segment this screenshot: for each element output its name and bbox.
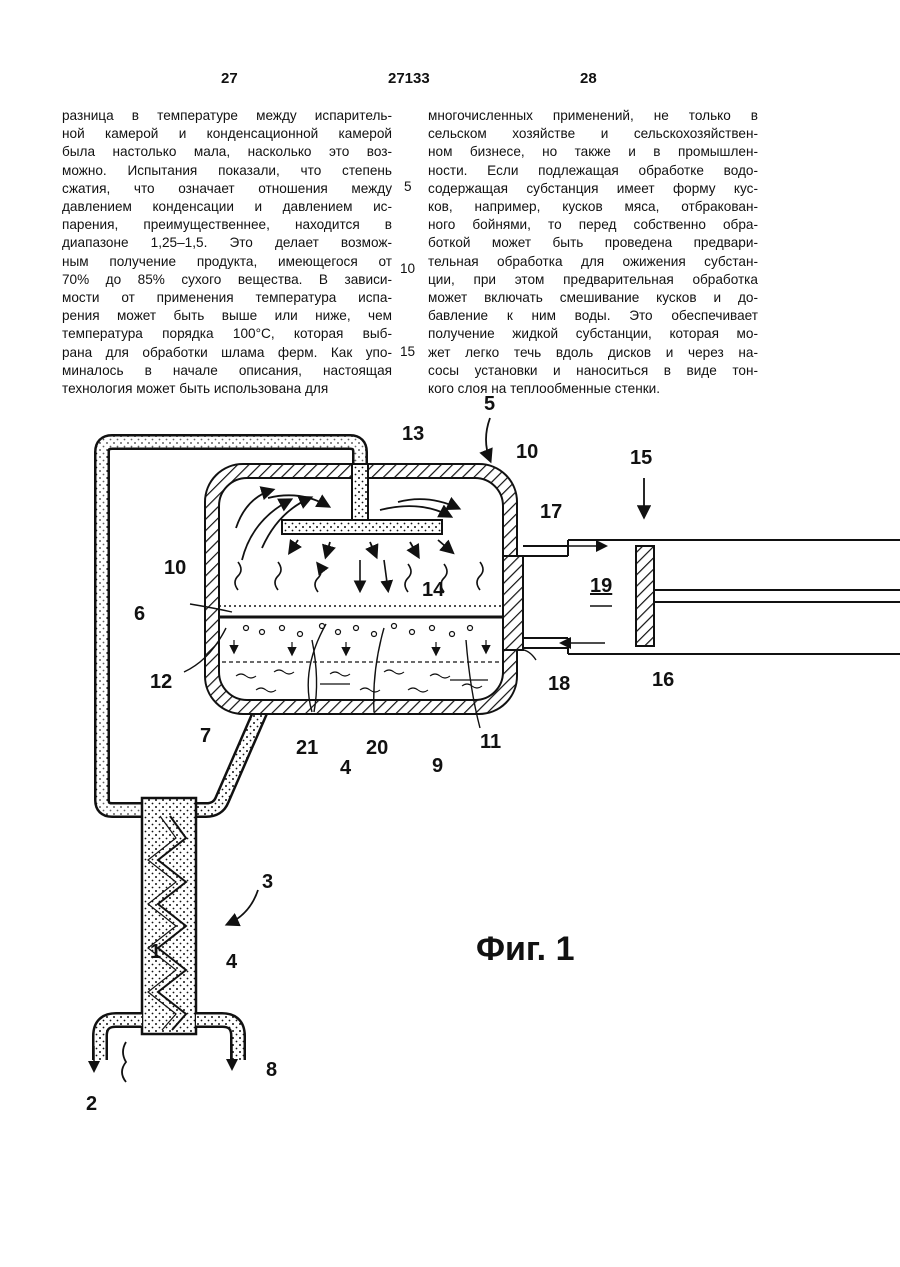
text-line: жет легко течь вдоль дисков и через на- <box>428 344 758 362</box>
label-15: 15 <box>630 447 652 469</box>
label-13: 13 <box>402 423 424 445</box>
text-line: сельском хозяйстве и сельскохозяйствен- <box>428 125 758 143</box>
text-line: может включать смешивание кусков и до- <box>428 289 758 307</box>
text-line: ной камерой и конденсационной камерой <box>62 125 392 143</box>
text-line: ков, например, кусков мяса, отбракован- <box>428 198 758 216</box>
text-line: содержащая субстанция имеет форму кус- <box>428 180 758 198</box>
label-18: 18 <box>548 673 570 695</box>
text-line: миналось в начале описания, настоящая <box>62 362 392 380</box>
label-16: 16 <box>652 669 674 691</box>
label-9: 9 <box>432 755 443 777</box>
text-line: парения, преимущественнее, находится в <box>62 216 392 234</box>
text-line: можно. Испытания показали, что степень <box>62 162 392 180</box>
outlet-pipe-7 <box>196 708 262 810</box>
label-4-column: 4 <box>226 951 238 973</box>
line-number-15: 15 <box>400 344 415 359</box>
text-line: ции, при этом предварительная обработка <box>428 271 758 289</box>
page-number-left: 27 <box>221 70 238 87</box>
label-8: 8 <box>266 1059 277 1081</box>
label-6: 6 <box>134 603 145 625</box>
label-4-liquid: 4 <box>340 757 352 779</box>
text-line: тельная обработка для ожижения субстан- <box>428 253 758 271</box>
text-line: разница в температуре между испаритель- <box>62 107 392 125</box>
label-12: 12 <box>150 671 172 693</box>
line-number-5: 5 <box>404 179 412 194</box>
text-line: 70% до 85% сухого вещества. В зависи- <box>62 271 392 289</box>
text-line: бавление к ним воды. Это обеспечивает <box>428 307 758 325</box>
label-2: 2 <box>86 1093 97 1115</box>
compressor-15 <box>503 540 900 654</box>
left-text-column: разница в температуре между испаритель- … <box>62 107 392 398</box>
label-10-plate: 10 <box>164 557 186 579</box>
text-line: мости от применения температура испа- <box>62 289 392 307</box>
heat-exchange-column-3 <box>94 798 238 1070</box>
text-line: была настолько мала, насколько это воз- <box>62 143 392 161</box>
label-21: 21 <box>296 737 318 759</box>
label-19: 19 <box>590 575 612 597</box>
page-number-right: 28 <box>580 70 597 87</box>
patent-number: 27133 <box>388 70 430 87</box>
text-line: боткой может быть проведена предвари- <box>428 234 758 252</box>
right-text-column: многочисленных применений, не только в с… <box>428 107 758 398</box>
text-line: ности. Если подлежащая обработке водо- <box>428 162 758 180</box>
label-3: 3 <box>262 871 273 893</box>
label-17: 17 <box>540 501 562 523</box>
text-line: ном бизнесе, но также и в промышлен- <box>428 143 758 161</box>
figure-caption: Фиг. 1 <box>476 930 574 968</box>
label-11: 11 <box>480 731 501 753</box>
label-1: 1 <box>150 941 161 963</box>
figure-1-diagram: 1 2 3 4 4 5 6 7 8 9 10 10 11 12 13 14 15… <box>0 380 900 1140</box>
text-line: диапазоне 1,25–1,5. Это делает возмож- <box>62 234 392 252</box>
text-line: многочисленных применений, не только в <box>428 107 758 125</box>
text-line: рения может быть выше или ниже, чем <box>62 307 392 325</box>
text-line: сжатия, что означает отношения между <box>62 180 392 198</box>
text-line: температура порядка 100°С, которая выб- <box>62 325 392 343</box>
text-line: получение жидкой субстанции, которая мо- <box>428 325 758 343</box>
text-line: ного бойнями, то перед собственно обра- <box>428 216 758 234</box>
label-14: 14 <box>422 579 445 601</box>
label-20: 20 <box>366 737 388 759</box>
text-line: давлением конденсации и давлением ис- <box>62 198 392 216</box>
text-line: рана для обработки шлама ферм. Как упо- <box>62 344 392 362</box>
line-number-10: 10 <box>400 261 415 276</box>
label-7: 7 <box>200 725 211 747</box>
label-10-chamber: 10 <box>516 441 538 463</box>
text-line: ным получение продукта, имеющегося от <box>62 253 392 271</box>
label-5: 5 <box>484 393 495 415</box>
text-line: сосы установки и наноситься в виде тон- <box>428 362 758 380</box>
